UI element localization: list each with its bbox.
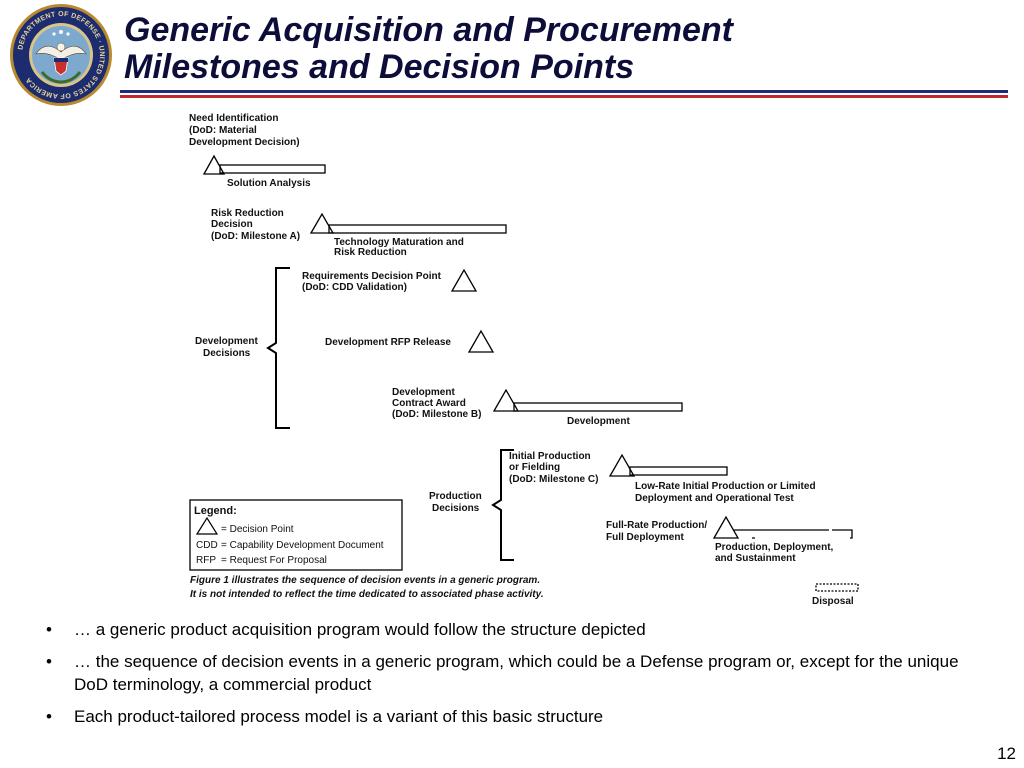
bullet-dot-icon: • — [46, 707, 52, 726]
phase-bar-disposal — [815, 583, 859, 592]
figure-caption: Figure 1 illustrates the sequence of dec… — [190, 575, 544, 600]
bullet-text: Each product-tailored process model is a… — [74, 707, 604, 726]
legend-box — [189, 499, 403, 571]
production-bracket — [491, 449, 514, 561]
page-number: 12 — [997, 744, 1016, 763]
bullet-item: • … a generic product acquisition program… — [46, 618, 966, 641]
bullet-text: … a generic product acquisition program … — [74, 620, 646, 639]
legend-rfp: = Request For Proposal — [221, 555, 327, 566]
legend-title: Legend: — [194, 505, 237, 517]
decision-point-triangle — [712, 515, 740, 539]
page-title: Generic Acquisition and Procurement Mile… — [124, 12, 733, 86]
disposal-label: Disposal — [812, 596, 854, 607]
development-phase-label: Development — [567, 416, 630, 427]
phase-bar — [513, 402, 683, 412]
bullet-item: • Each product-tailored process model is … — [46, 705, 966, 728]
requirements-decision-label: Requirements Decision Point (DoD: CDD Va… — [302, 271, 444, 293]
decision-point-triangle — [492, 388, 520, 412]
decision-point-triangle — [309, 212, 335, 234]
need-identification-label: Need Identification (DoD: Material Devel… — [189, 113, 300, 148]
decision-point-triangle — [608, 453, 636, 477]
bullet-item: • … the sequence of decision events in a … — [46, 650, 966, 696]
development-contract-label: Development Contract Award (DoD: Milesto… — [392, 387, 481, 420]
dod-seal-icon: DEPARTMENT OF DEFENSE · UNITED STATES OF… — [10, 4, 112, 106]
phase-bar — [629, 466, 728, 476]
lrip-label: Low-Rate Initial Production or Limited D… — [635, 481, 818, 504]
legend-rfp-abbr: RFP — [196, 555, 216, 566]
phase-bar — [219, 164, 326, 174]
initial-production-label: Initial Production or Fielding (DoD: Mil… — [509, 451, 598, 485]
legend-triangle-icon — [195, 516, 219, 535]
bullet-dot-icon: • — [46, 620, 52, 639]
risk-reduction-label: Risk Reduction Decision (DoD: Milestone … — [211, 208, 300, 242]
bullet-text: … the sequence of decision events in a g… — [74, 652, 959, 694]
phase-bar — [733, 529, 853, 539]
legend-cdd-abbr: CDD — [196, 540, 218, 551]
title-line-1: Generic Acquisition and Procurement — [124, 11, 733, 49]
legend-decision-point: = Decision Point — [221, 524, 294, 535]
title-rule-blue — [120, 90, 1008, 93]
bullet-list: • … a generic product acquisition program… — [46, 618, 966, 737]
bullet-dot-icon: • — [46, 652, 52, 671]
decision-point-triangle — [202, 154, 226, 175]
phase-bar — [328, 224, 507, 234]
full-rate-label: Full-Rate Production/ Full Deployment — [606, 520, 710, 543]
development-bracket — [266, 267, 290, 429]
tech-maturation-label: Technology Maturation and Risk Reduction — [334, 237, 467, 258]
milestone-diagram: Need Identification (DoD: Material Devel… — [189, 113, 859, 607]
decision-point-triangle — [467, 329, 495, 353]
title-line-2: Milestones and Decision Points — [124, 48, 635, 86]
solution-analysis-label: Solution Analysis — [227, 178, 311, 189]
production-deployment-label: Production, Deployment, and Sustainment — [715, 542, 836, 564]
development-decisions-label: Development Decisions — [195, 336, 261, 359]
legend-cdd: = Capability Development Document — [221, 540, 384, 551]
development-rfp-label: Development RFP Release — [325, 337, 451, 348]
decision-point-triangle — [450, 268, 478, 292]
title-rule-red — [120, 95, 1008, 98]
production-decisions-label: Production Decisions — [429, 491, 485, 514]
